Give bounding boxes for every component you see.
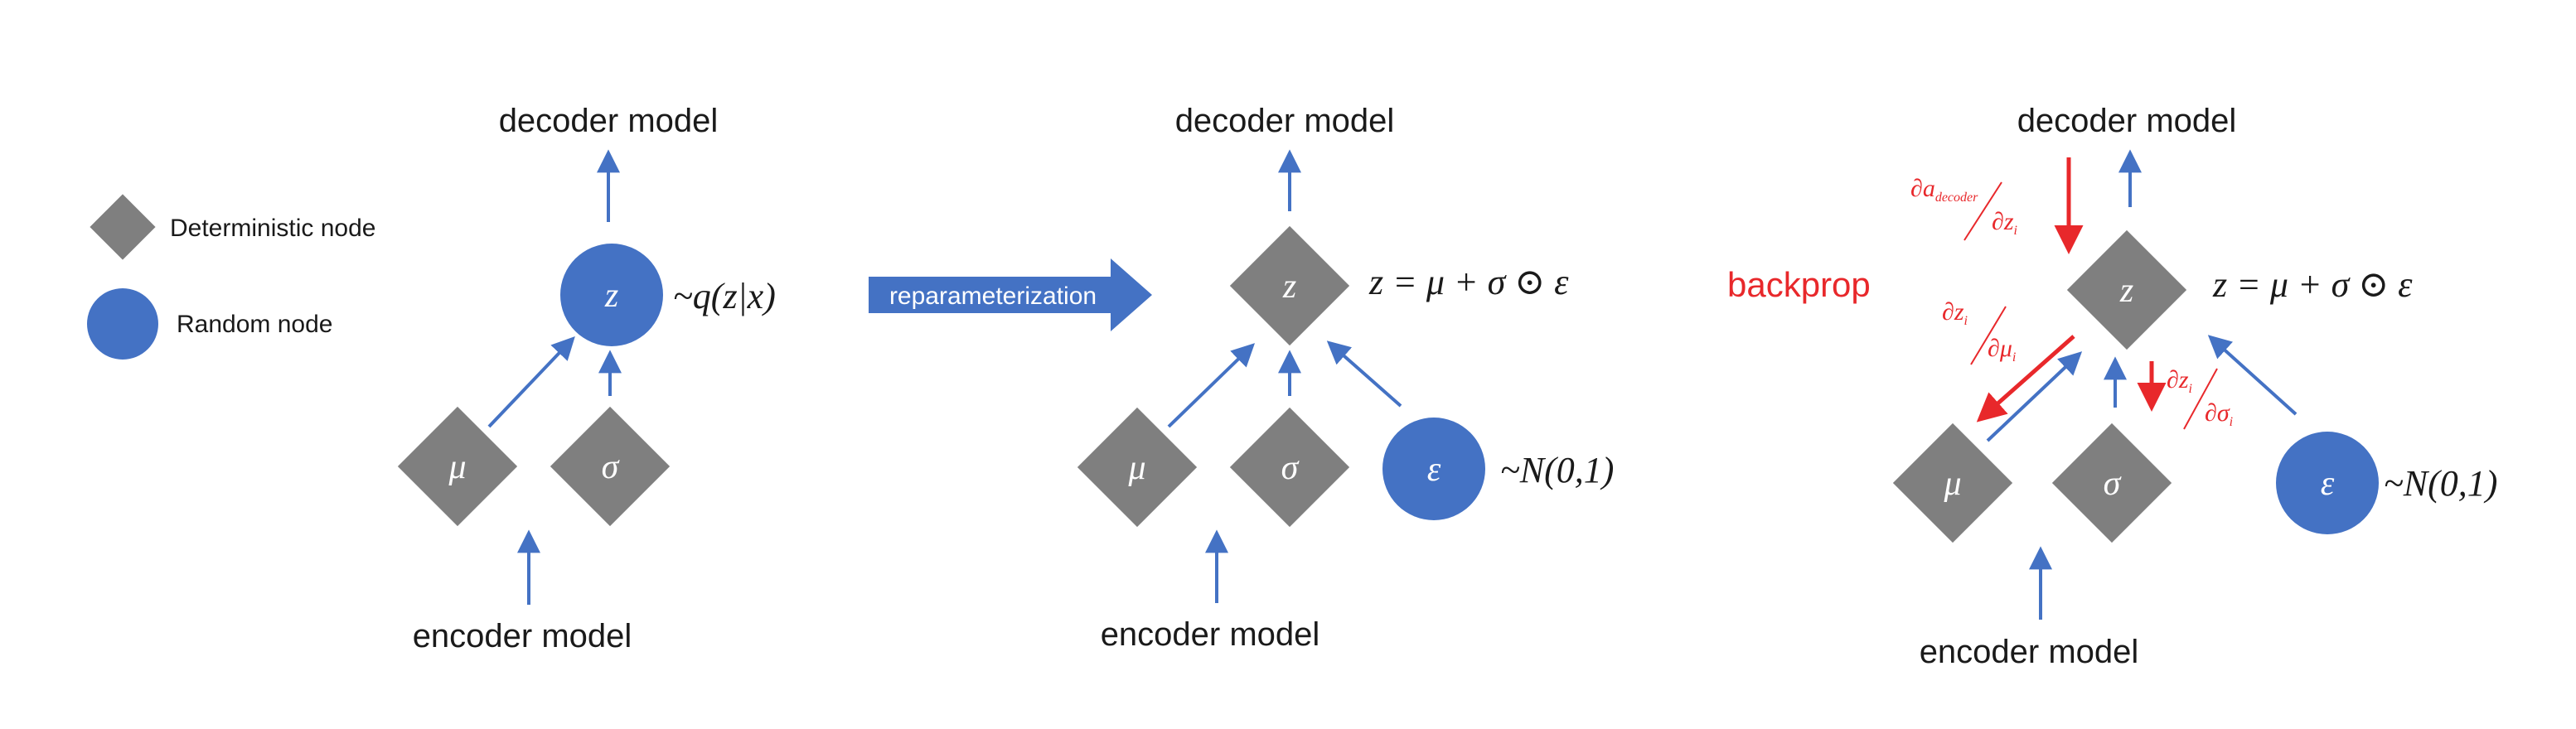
panel2-eps-distribution: ~N(0,1): [1500, 450, 1614, 490]
panel1-sigma-symbol: σ: [602, 448, 621, 486]
panel3-eps-symbol: ε: [2321, 465, 2335, 503]
grad-decoder-denominator: ∂zi: [1992, 208, 2017, 238]
panel3-sigma-symbol: σ: [2104, 465, 2123, 503]
panel-original: decoder model z ~q(z|x) μ σ encoder mode…: [397, 103, 776, 654]
legend: Deterministic node Random node: [87, 194, 375, 360]
panel3-mu-symbol: μ: [1943, 465, 1961, 503]
panel1-decoder-label: decoder model: [499, 103, 719, 139]
panel2-z-equation: z = μ + σ ⊙ ε: [1368, 262, 1569, 302]
grad-decoder-label: ∂adecoder ∂zi: [1910, 175, 2017, 241]
panel1-mu-symbol: μ: [448, 448, 466, 486]
grad-mu-denominator: ∂μi: [1988, 335, 2016, 364]
panel3-encoder-label: encoder model: [1920, 634, 2139, 670]
reparameterization-arrow: reparameterization: [869, 258, 1152, 331]
panel1-encoder-label: encoder model: [413, 618, 632, 654]
panel1-mu-node: [397, 406, 518, 527]
grad-sigma-slash: [2183, 368, 2218, 430]
grad-sigma-denominator: ∂σi: [2205, 399, 2233, 429]
legend-deterministic-icon: [90, 194, 156, 260]
legend-random-icon: [87, 288, 158, 360]
grad-sigma-label: ∂zi ∂σi: [2167, 366, 2233, 430]
panel-backprop: backprop decoder model ∂adecoder ∂zi z z…: [1727, 103, 2497, 670]
panel3-z-equation: z = μ + σ ⊙ ε: [2212, 264, 2413, 305]
panel2-mu-symbol: μ: [1127, 449, 1145, 487]
panel2-arrow-mu-to-z: [1167, 343, 1256, 428]
grad-decoder-numerator: ∂adecoder: [1910, 175, 1978, 205]
panel3-arrow-mu-to-z: [1986, 351, 2083, 442]
panel3-decoder-label: decoder model: [2017, 103, 2237, 139]
backprop-label: backprop: [1727, 265, 1871, 304]
panel1-z-symbol: z: [604, 277, 618, 315]
reparameterization-arrow-shape: [869, 258, 1152, 331]
panel-reparameterized: decoder model z z = μ + σ ⊙ ε μ σ ε ~N(0…: [1077, 103, 1614, 653]
reparameterization-label: reparameterization: [889, 282, 1097, 310]
grad-sigma-numerator: ∂zi: [2167, 366, 2192, 396]
panel1-z-distribution: ~q(z|x): [673, 276, 776, 316]
grad-mu-slash: [1970, 306, 2007, 365]
panel2-encoder-label: encoder model: [1101, 616, 1320, 653]
panel2-decoder-label: decoder model: [1175, 103, 1395, 139]
panel1-sigma-node: [550, 406, 671, 527]
backprop-arrow-z-to-mu: [1976, 335, 2075, 422]
panel3-arrow-eps-to-z: [2207, 335, 2298, 416]
panel1-z-node: [560, 244, 663, 346]
panel3-z-symbol: z: [2119, 272, 2133, 310]
panel2-arrow-eps-to-z: [1326, 340, 1402, 408]
legend-random-label: Random node: [177, 311, 332, 338]
panel3-eps-distribution: ~N(0,1): [2384, 463, 2497, 504]
panel3-eps-node: [2276, 432, 2379, 534]
grad-mu-label: ∂zi ∂μi: [1942, 298, 2016, 365]
panel2-sigma-symbol: σ: [1281, 449, 1300, 487]
panel2-eps-symbol: ε: [1427, 451, 1441, 489]
grad-decoder-slash: [1963, 181, 2002, 241]
panel2-eps-node: [1382, 418, 1485, 520]
panel1-arrow-mu-to-z: [487, 336, 575, 428]
panel2-z-symbol: z: [1282, 268, 1296, 306]
legend-deterministic-label: Deterministic node: [170, 215, 375, 242]
grad-mu-numerator: ∂zi: [1942, 298, 1968, 328]
